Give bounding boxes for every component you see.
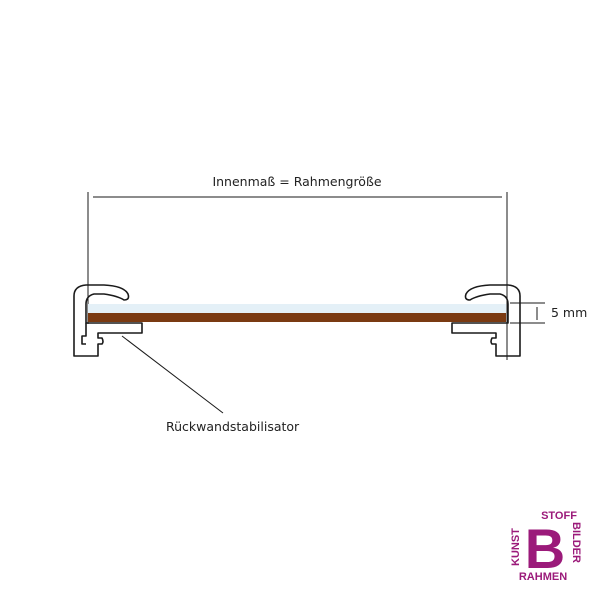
stabilizer-label: Rückwandstabilisator (166, 419, 300, 434)
glass-layer (88, 304, 506, 313)
right-frame-profile (451, 284, 521, 357)
logo-top-text: STOFF (541, 510, 577, 522)
backboard-layer (88, 313, 506, 322)
logo-letter: B (525, 517, 565, 580)
depth-label: 5 mm (551, 305, 588, 320)
logo-left-text: KUNST (510, 528, 522, 566)
logo-bottom-text: RAHMEN (519, 571, 567, 583)
inner-dimension-label: Innenmaß = Rahmengröße (212, 174, 382, 189)
kunststoff-bilderrahmen-logo: STOFF B KUNST BILDER RAHMEN (510, 510, 582, 583)
logo-right-text: BILDER (570, 522, 582, 563)
left-frame-profile (73, 284, 143, 357)
stabilizer-leader-line (121, 335, 224, 414)
